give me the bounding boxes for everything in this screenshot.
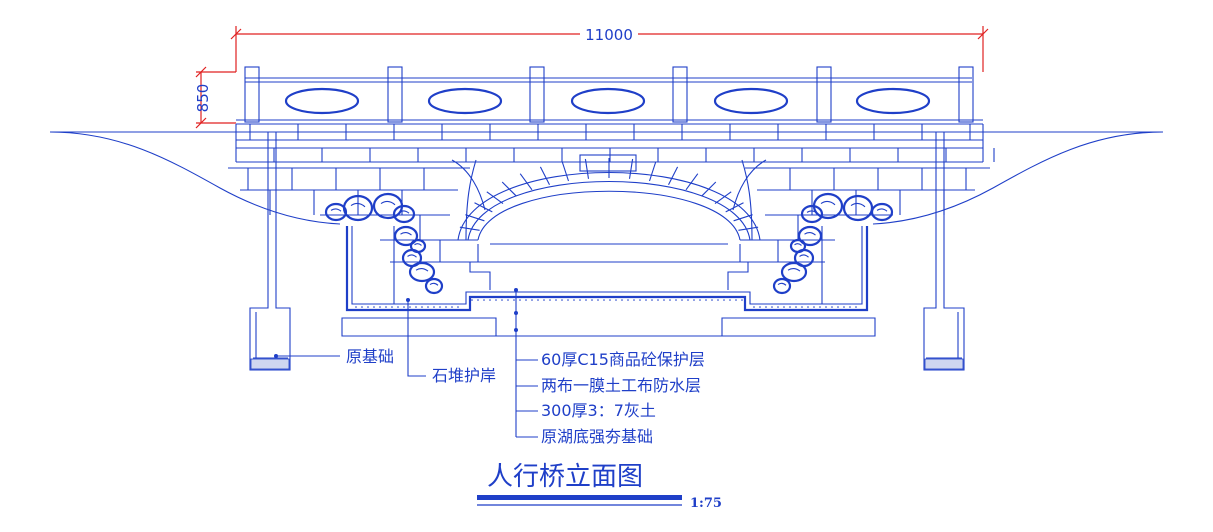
callout-stone-bank: 石堆护岸 — [406, 298, 496, 385]
railing-height-dimension: 850 — [194, 66, 236, 129]
original-foundation-left — [249, 132, 291, 371]
span-dimension-label: 11000 — [585, 26, 633, 44]
original-foundation-right — [923, 132, 965, 371]
label-layer-2: 两布一膜土工布防水层 — [541, 376, 701, 395]
river-banks — [49, 131, 1164, 225]
callout-layers: 60厚C15商品砼保护层 两布一膜土工布防水层 300厚3：7灰土 原湖底强夯基… — [514, 288, 705, 446]
drawing-scale: 1:75 — [690, 496, 722, 511]
rubble-stones-right — [772, 192, 894, 295]
drawing-title-block: 人行桥立面图 1:75 — [477, 462, 722, 511]
callout-original-foundation: 原基础 — [274, 347, 394, 366]
railing-ovals — [284, 87, 931, 115]
stone-arch — [451, 154, 767, 241]
span-dimension: 11000 — [230, 24, 989, 72]
label-original-foundation: 原基础 — [346, 347, 394, 366]
label-layer-4: 原湖底强夯基础 — [541, 427, 653, 446]
drawing-title: 人行桥立面图 — [487, 462, 643, 492]
label-stone-bank: 石堆护岸 — [432, 366, 496, 385]
rubble-stones-left — [324, 192, 444, 295]
abutment-masonry — [228, 167, 990, 263]
deck — [50, 124, 1163, 163]
railing — [236, 66, 983, 125]
railing-posts — [244, 66, 974, 123]
label-layer-3: 300厚3：7灰土 — [541, 401, 656, 420]
channel-foundation — [341, 226, 876, 337]
railing-height-label: 850 — [194, 84, 212, 113]
label-layer-1: 60厚C15商品砼保护层 — [541, 350, 705, 369]
